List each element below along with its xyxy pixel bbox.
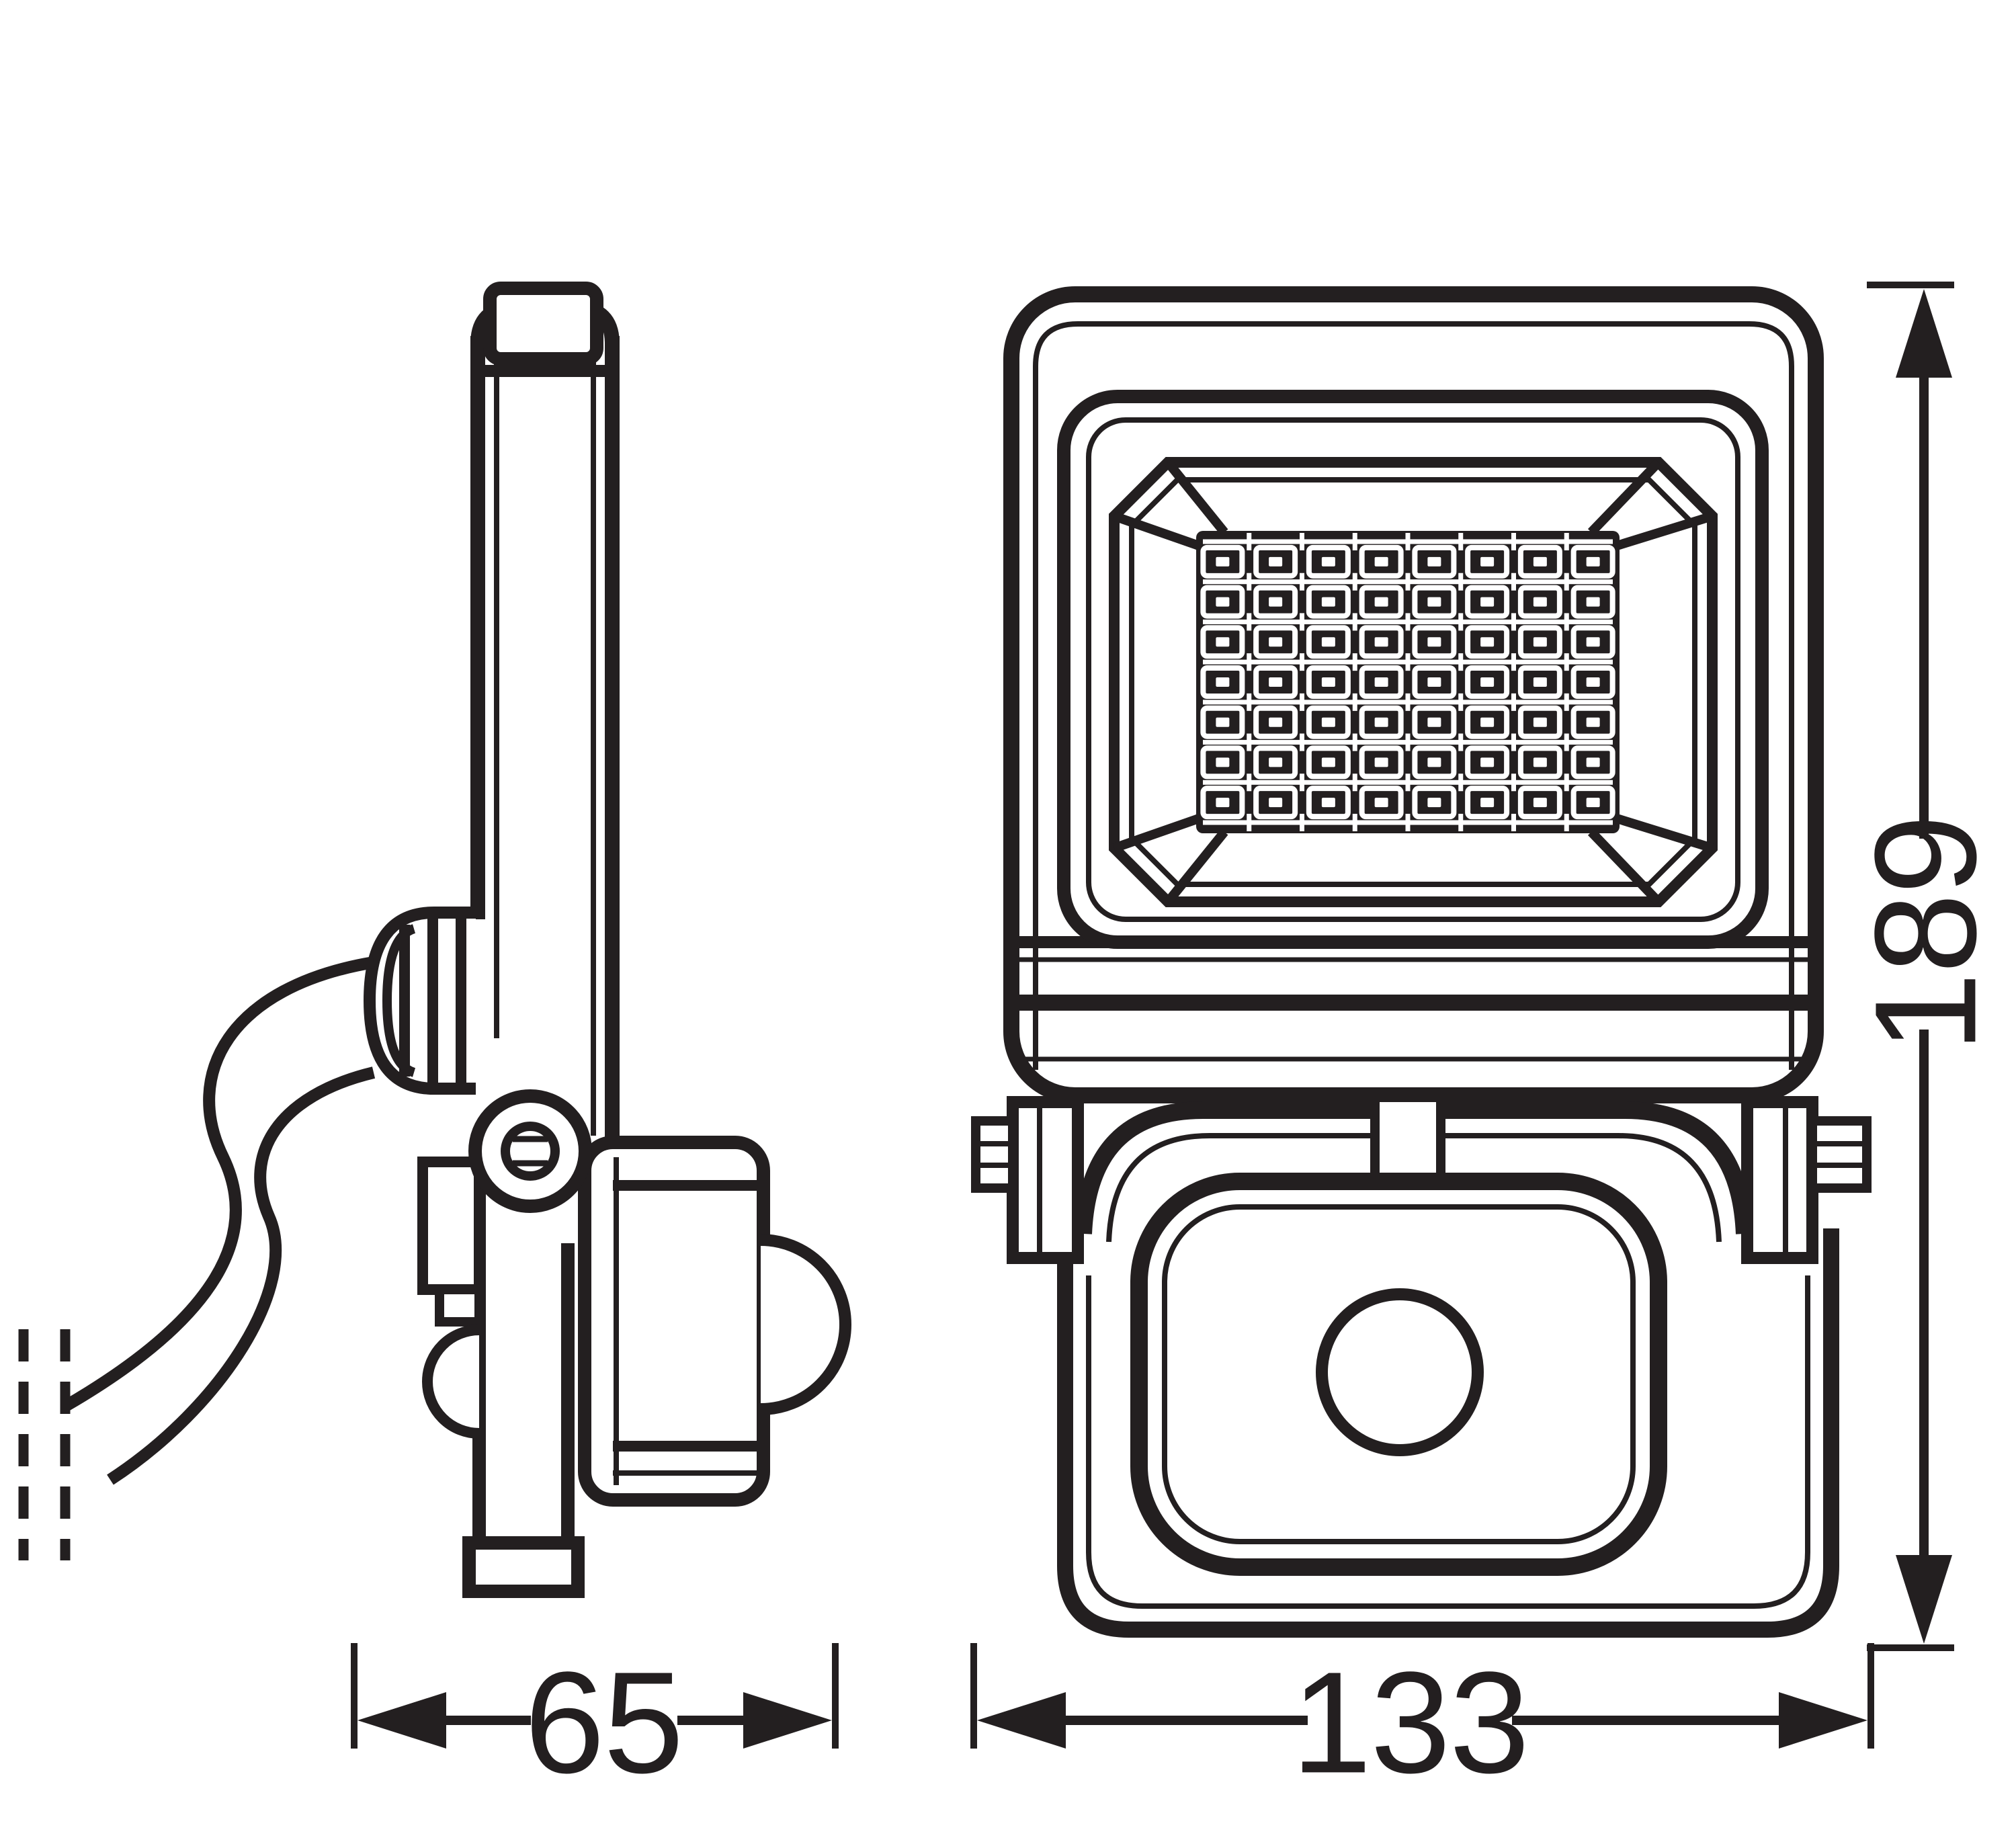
- dim-65-arrow-left: [358, 1692, 446, 1749]
- dim-133-label: 133: [1292, 1641, 1529, 1803]
- side-view: [18, 282, 851, 1598]
- mounting-arm-left: [1007, 1096, 1084, 1264]
- reflector-corner-facets: [1112, 459, 1714, 905]
- side-mount-step: [435, 1285, 484, 1327]
- front-housing-inner-line: [1086, 1275, 1810, 1609]
- side-top-cap: [483, 282, 603, 366]
- dim-65-label: 65: [524, 1641, 682, 1803]
- side-mount-plate: [417, 1157, 485, 1295]
- dim-189-arrow-bottom: [1896, 1555, 1952, 1644]
- front-bezel-inner-line: [1086, 417, 1740, 922]
- dimension-189: 189: [1844, 282, 2006, 1651]
- pivot-screw-inner-circle: [501, 1122, 560, 1181]
- dim-133-arrow-left: [977, 1692, 1066, 1749]
- dim-65-arrow-right: [743, 1692, 832, 1749]
- side-sensor-dome: [760, 1234, 851, 1415]
- cable-line-upper: [62, 956, 375, 1411]
- sensor-window-inner-line: [1162, 1204, 1636, 1544]
- led-grid: [1200, 533, 1615, 831]
- reflector-octagon-inner-line: [1129, 477, 1697, 887]
- mounting-arm-right: [1741, 1096, 1818, 1264]
- front-housing-outline: [1057, 1228, 1839, 1638]
- front-head-inner-line: [1033, 321, 1794, 1070]
- dimension-133: 133: [970, 1641, 1874, 1803]
- pir-lens-circle: [1316, 1288, 1484, 1456]
- cable-gland-cap-line: [382, 924, 416, 1077]
- screw-tab-right: [1808, 1116, 1872, 1193]
- dim-133-arrow-right: [1779, 1692, 1867, 1749]
- dim-189-arrow-top: [1896, 289, 1952, 378]
- dimension-65: 65: [351, 1641, 839, 1803]
- sensor-stub-fill: [1375, 1102, 1441, 1184]
- side-foot: [462, 1536, 585, 1598]
- front-bezel: [1057, 390, 1769, 949]
- screw-tab-left: [971, 1116, 1017, 1193]
- dim-189-label: 189: [1844, 816, 2006, 1053]
- led-panel: [1196, 531, 1620, 833]
- front-view: [971, 286, 1872, 1638]
- side-left-bulge: [422, 1325, 480, 1439]
- cable-line-lower: [107, 1066, 376, 1485]
